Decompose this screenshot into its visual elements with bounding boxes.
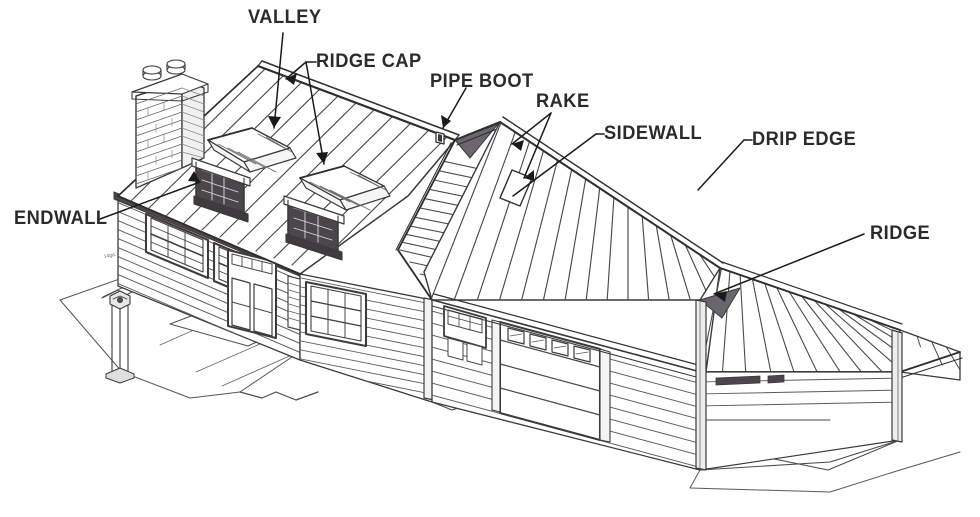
garage-door [491, 319, 611, 443]
lamp-post [105, 290, 135, 384]
label-endwall: ENDWALL [14, 208, 108, 229]
hip-roof [699, 261, 963, 381]
label-ridge: RIDGE [870, 223, 931, 244]
label-sidewall: SIDEWALL [604, 123, 703, 144]
label-rake: RAKE [536, 91, 590, 112]
window-front-1 [287, 275, 368, 348]
dormer-left [191, 127, 297, 223]
window-wing [443, 305, 487, 366]
front-door [227, 249, 277, 339]
label-drip-edge: DRIP EDGE [752, 129, 857, 150]
window-endwall-1 [144, 212, 210, 280]
chimney [131, 59, 209, 189]
front-wall [227, 249, 435, 403]
pipe-boot [435, 131, 445, 145]
porch-area [695, 299, 903, 471]
label-ridge-cap: RIDGE CAP [316, 51, 422, 72]
flue-caps [142, 59, 186, 81]
soffit-vents [715, 374, 785, 386]
dormer-right [283, 165, 391, 261]
leader-lines [99, 32, 865, 302]
svg-text:14ga.: 14ga. [103, 252, 116, 260]
label-valley: VALLEY [248, 7, 322, 28]
label-pipe-boot: PIPE BOOT [430, 71, 534, 92]
wing-wall [431, 299, 701, 471]
